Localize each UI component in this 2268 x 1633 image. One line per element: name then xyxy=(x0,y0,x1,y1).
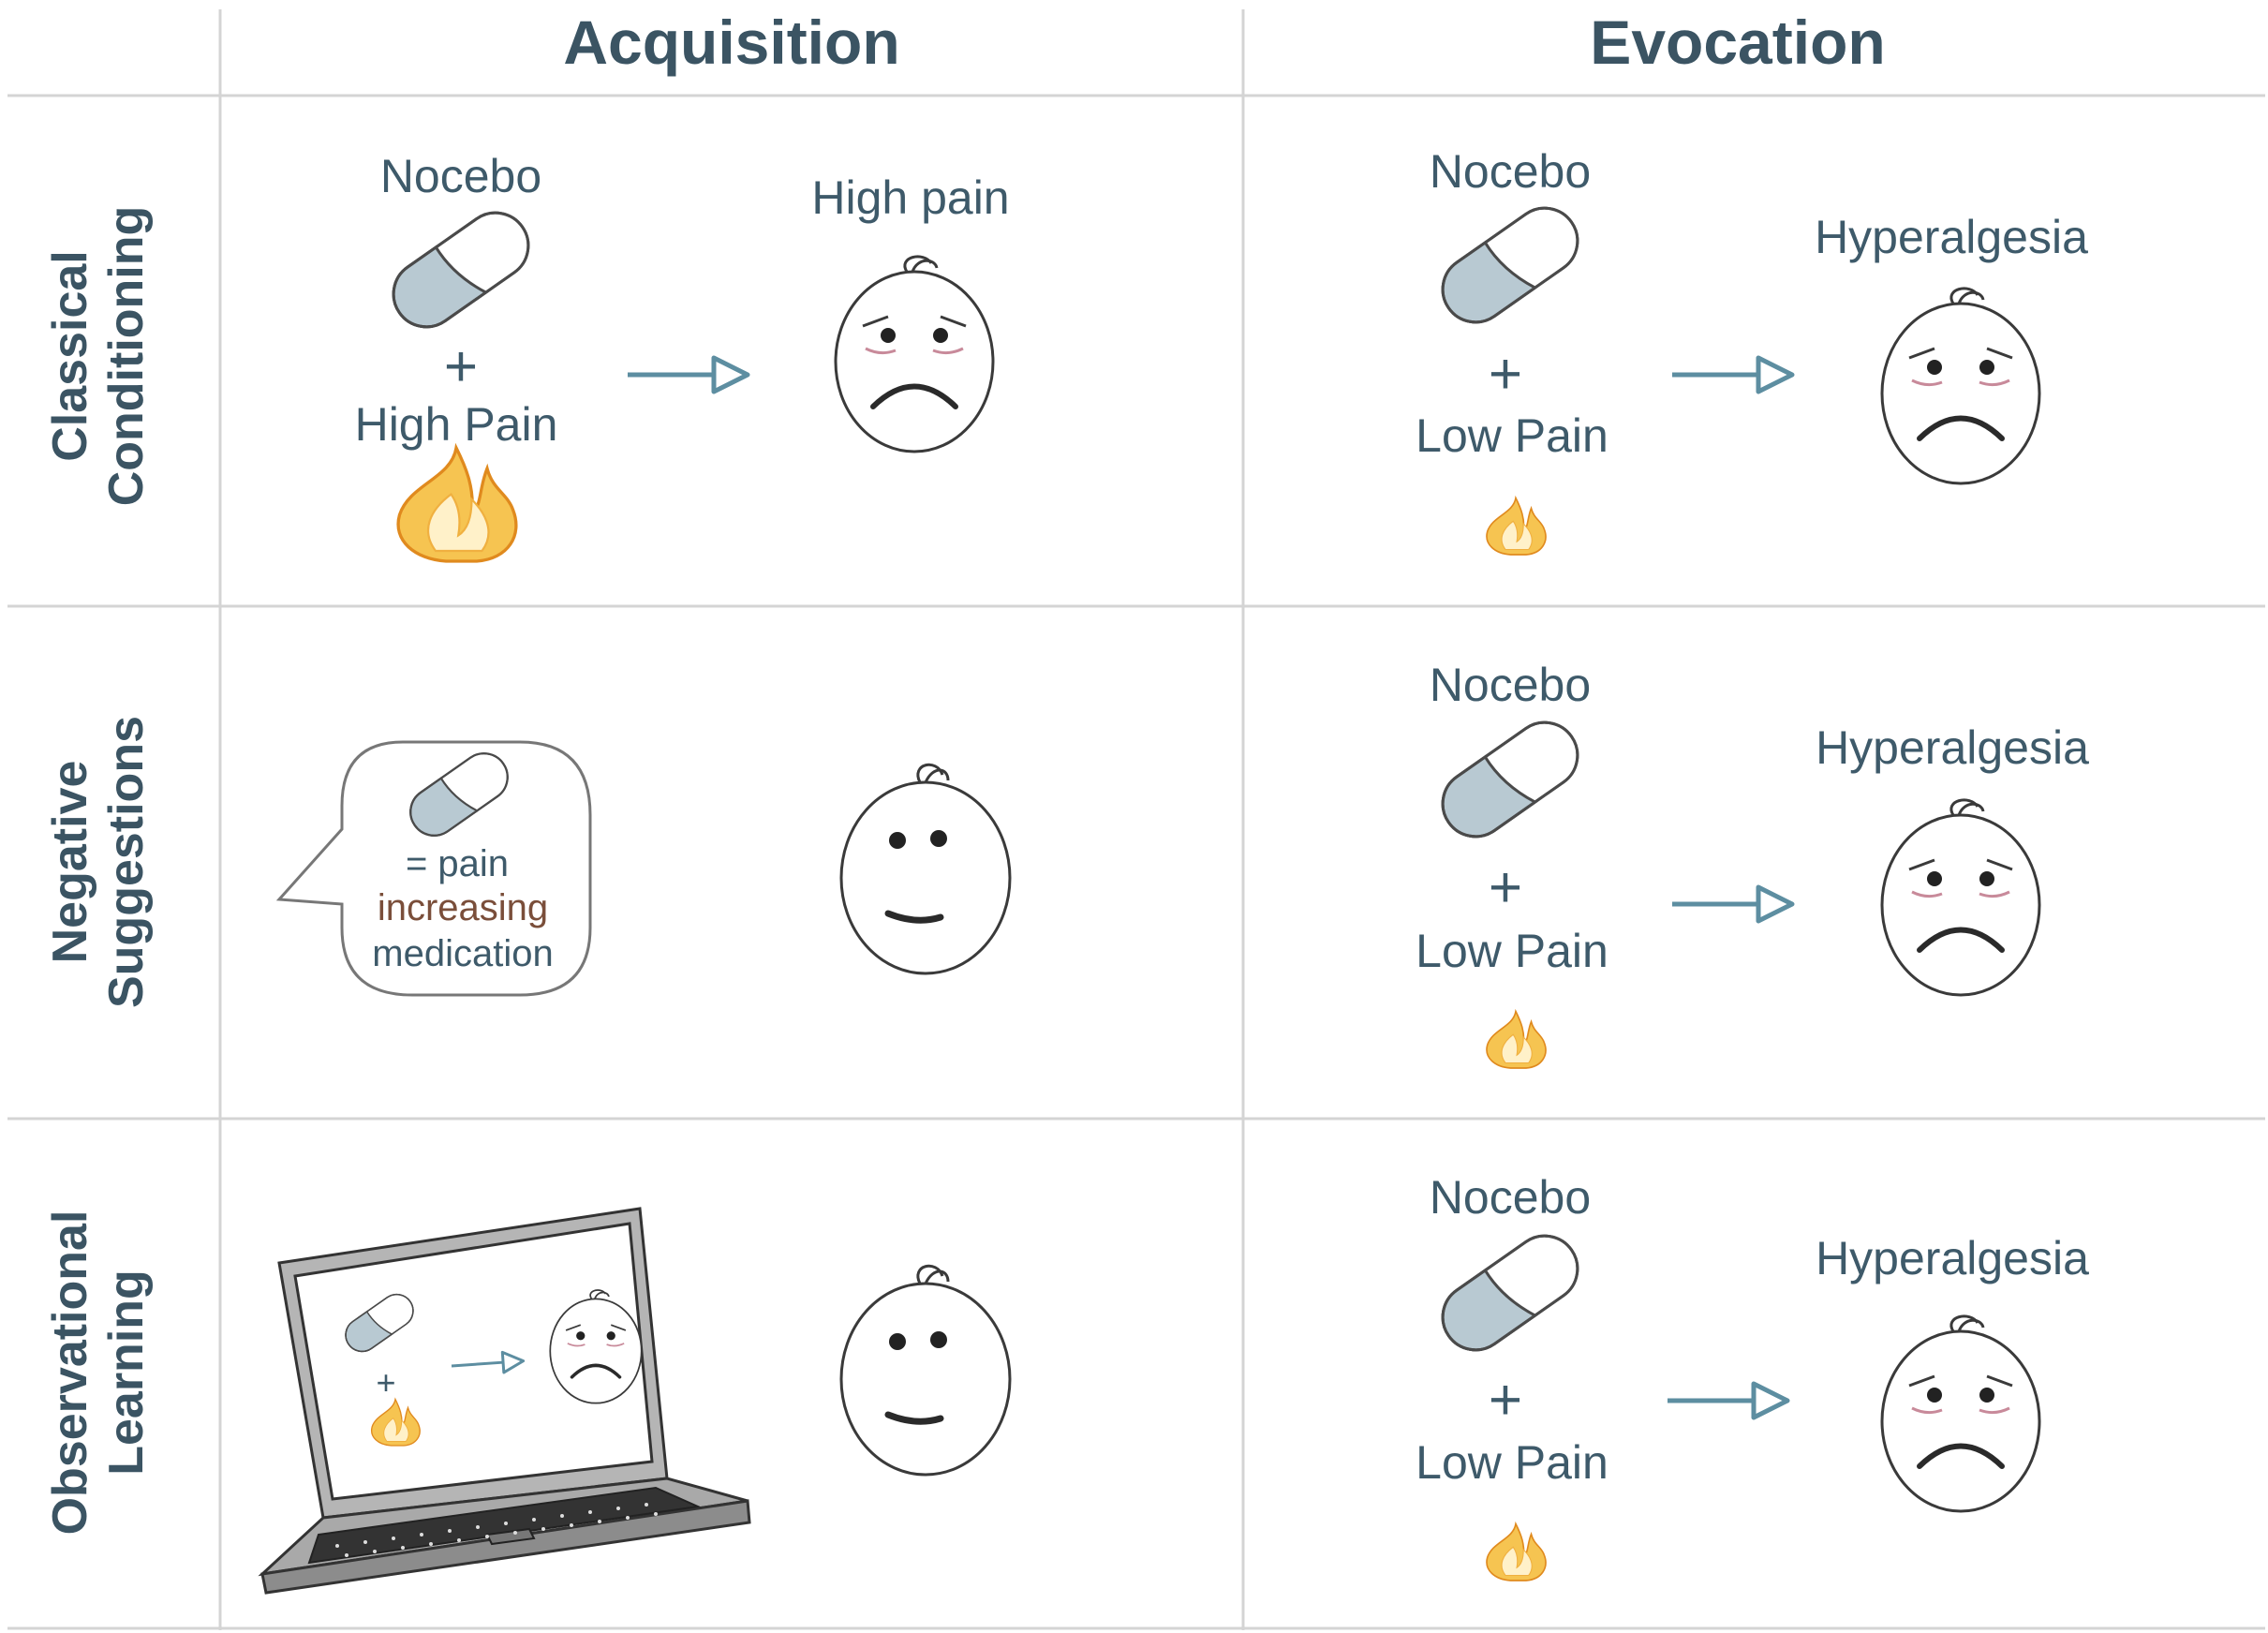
pill-label: Nocebo xyxy=(1430,1171,1591,1224)
row-header-line2: Conditioning xyxy=(99,206,154,507)
outcome-label: Hyperalgesia xyxy=(1816,1232,2089,1284)
pill-label: Nocebo xyxy=(1430,145,1591,198)
pain-label: Low Pain xyxy=(1416,1436,1608,1489)
outcome-label: Hyperalgesia xyxy=(1815,211,2088,263)
sad-face-icon xyxy=(836,257,993,452)
row-header-line1: Negative xyxy=(43,761,97,964)
pill-icon xyxy=(1428,1221,1593,1365)
pill-icon xyxy=(1428,193,1593,337)
pain-label: High Pain xyxy=(355,398,558,451)
grid xyxy=(7,9,2265,1630)
sad-face-icon xyxy=(1882,800,2039,995)
arrow-icon xyxy=(1668,1384,1787,1418)
row-header-negative-suggestions: Negative Suggestions xyxy=(43,716,154,1008)
pill-icon xyxy=(1428,707,1593,852)
keyboard-dots xyxy=(335,1503,658,1557)
header-evocation: Evocation xyxy=(1590,7,1885,77)
laptop-icon: + xyxy=(258,1207,751,1595)
row-header-observational-learning: Observational Learning xyxy=(43,1210,154,1536)
outcome-label: Hyperalgesia xyxy=(1816,721,2089,774)
pain-label: Low Pain xyxy=(1416,925,1608,977)
sad-face-icon xyxy=(1882,289,2039,483)
plus-sign: + xyxy=(1489,1368,1522,1433)
pain-label: Low Pain xyxy=(1416,409,1608,462)
arrow-icon xyxy=(1672,887,1792,921)
arrow-icon xyxy=(628,358,748,392)
plus-sign: + xyxy=(1489,855,1522,920)
neutral-face-icon xyxy=(841,765,1010,973)
acquisition-observational-cell: + xyxy=(258,1207,1010,1595)
acquisition-suggestion-cell: = pain increasing medication xyxy=(275,740,1010,997)
suggestion-line1: = pain xyxy=(406,843,509,884)
pill-label: Nocebo xyxy=(1430,659,1591,711)
flame-icon xyxy=(1486,1010,1547,1069)
pill-label: Nocebo xyxy=(380,150,541,202)
evocation-observational-cell: Nocebo + Low Pain Hyperalgesia xyxy=(1416,1171,2089,1581)
flame-icon xyxy=(1486,1522,1547,1581)
row-header-line2: Suggestions xyxy=(99,716,154,1008)
arrow-icon xyxy=(1672,358,1792,392)
speech-bubble xyxy=(275,740,592,997)
row-header-line2: Learning xyxy=(99,1269,154,1476)
suggestion-line2: increasing xyxy=(378,887,548,928)
flame-icon xyxy=(396,446,518,563)
evocation-conditioning-cell: Nocebo + Low Pain Hyperalgesia xyxy=(1416,145,2088,556)
suggestion-line3: medication xyxy=(372,933,553,974)
evocation-suggestion-cell: Nocebo + Low Pain Hyperalgesia xyxy=(1416,659,2089,1069)
pill-icon xyxy=(378,198,543,342)
plus-sign: + xyxy=(376,1363,395,1402)
row-header-line1: Classical xyxy=(43,250,97,462)
neutral-face-icon xyxy=(841,1266,1010,1475)
plus-sign: + xyxy=(444,334,478,399)
sad-face-icon xyxy=(1882,1316,2039,1511)
row-header-line1: Observational xyxy=(43,1210,97,1536)
outcome-label: High pain xyxy=(811,171,1009,224)
plus-sign: + xyxy=(1489,342,1522,407)
row-header-classical-conditioning: Classical Conditioning xyxy=(43,206,154,507)
header-acquisition: Acquisition xyxy=(563,7,899,77)
flame-icon xyxy=(1486,497,1547,556)
acquisition-conditioning-cell: Nocebo + High Pain High pain xyxy=(355,150,1010,563)
